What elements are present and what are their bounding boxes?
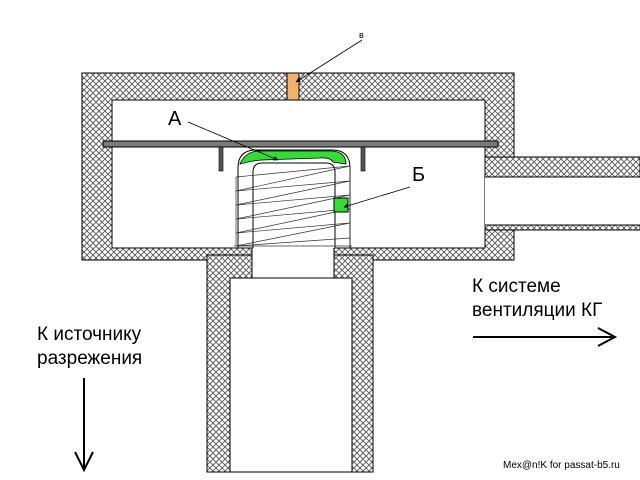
caption-to-system-line1: К системе bbox=[472, 276, 561, 297]
inlet-neck bbox=[251, 247, 335, 279]
arrow-to-system bbox=[473, 327, 618, 347]
leader-v bbox=[295, 39, 363, 83]
label-a: А bbox=[168, 108, 182, 130]
arrow-to-vacuum bbox=[74, 378, 94, 473]
inlet-pipe bbox=[206, 246, 374, 473]
outlet-pipe-bore bbox=[485, 177, 640, 225]
support-pin-right bbox=[360, 146, 366, 172]
valve-plate-a bbox=[239, 150, 347, 165]
valve-element-b bbox=[333, 197, 349, 213]
leader-b bbox=[343, 186, 411, 209]
inlet-pipe-bore bbox=[229, 277, 353, 473]
support-pin-left bbox=[218, 146, 224, 172]
credit-text: Mex@n!K for passat-b5.ru bbox=[503, 460, 620, 471]
spring bbox=[234, 165, 352, 247]
caption-to-vacuum-line2: разрежения bbox=[37, 348, 142, 369]
label-v: в bbox=[359, 30, 364, 40]
membrane bbox=[102, 140, 499, 148]
vent-plug-v bbox=[286, 72, 300, 101]
leader-a bbox=[187, 121, 279, 161]
caption-to-vacuum-line1: К источнику bbox=[37, 324, 142, 345]
caption-to-system-line2: вентиляции КГ bbox=[472, 300, 602, 321]
label-b: Б bbox=[412, 164, 425, 186]
